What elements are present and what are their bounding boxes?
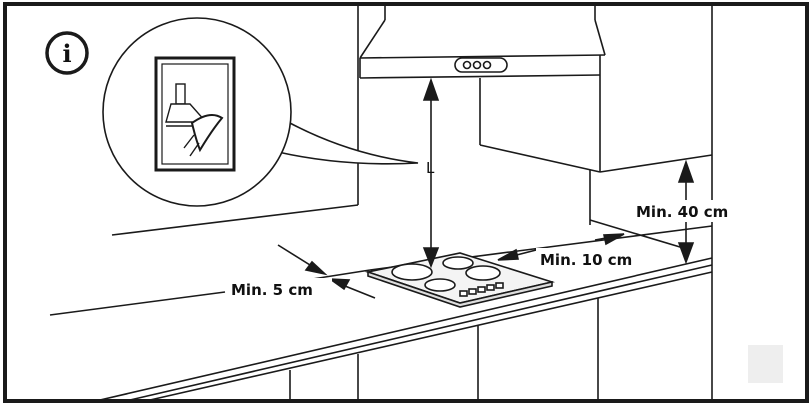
side-clearance-bg: [228, 278, 332, 300]
side-clearance-label: Min. 5 cm: [231, 281, 313, 299]
info-icon: i: [45, 31, 89, 75]
back-clearance-label: Min. 10 cm: [540, 251, 632, 269]
upper-clearance-bg: [632, 200, 748, 222]
back-clearance-arrows: [497, 233, 625, 261]
info-icon-letter: i: [62, 39, 71, 68]
corner-watermark: [748, 345, 783, 383]
manual-callout: [102, 17, 419, 207]
upper-clearance-arrow: [677, 159, 695, 265]
countertop: [49, 4, 713, 401]
back-clearance-bg: [536, 248, 648, 270]
distance-label-l: L: [426, 159, 435, 177]
hob-controls: [459, 282, 504, 297]
cooker-hood: [359, 4, 713, 173]
upper-clearance-label: Min. 40 cm: [636, 203, 728, 221]
distance-arrow-l: [422, 77, 440, 269]
hood-illustration-icon: [165, 83, 224, 157]
side-clearance-arrows: [277, 244, 376, 299]
hob: [364, 252, 556, 308]
